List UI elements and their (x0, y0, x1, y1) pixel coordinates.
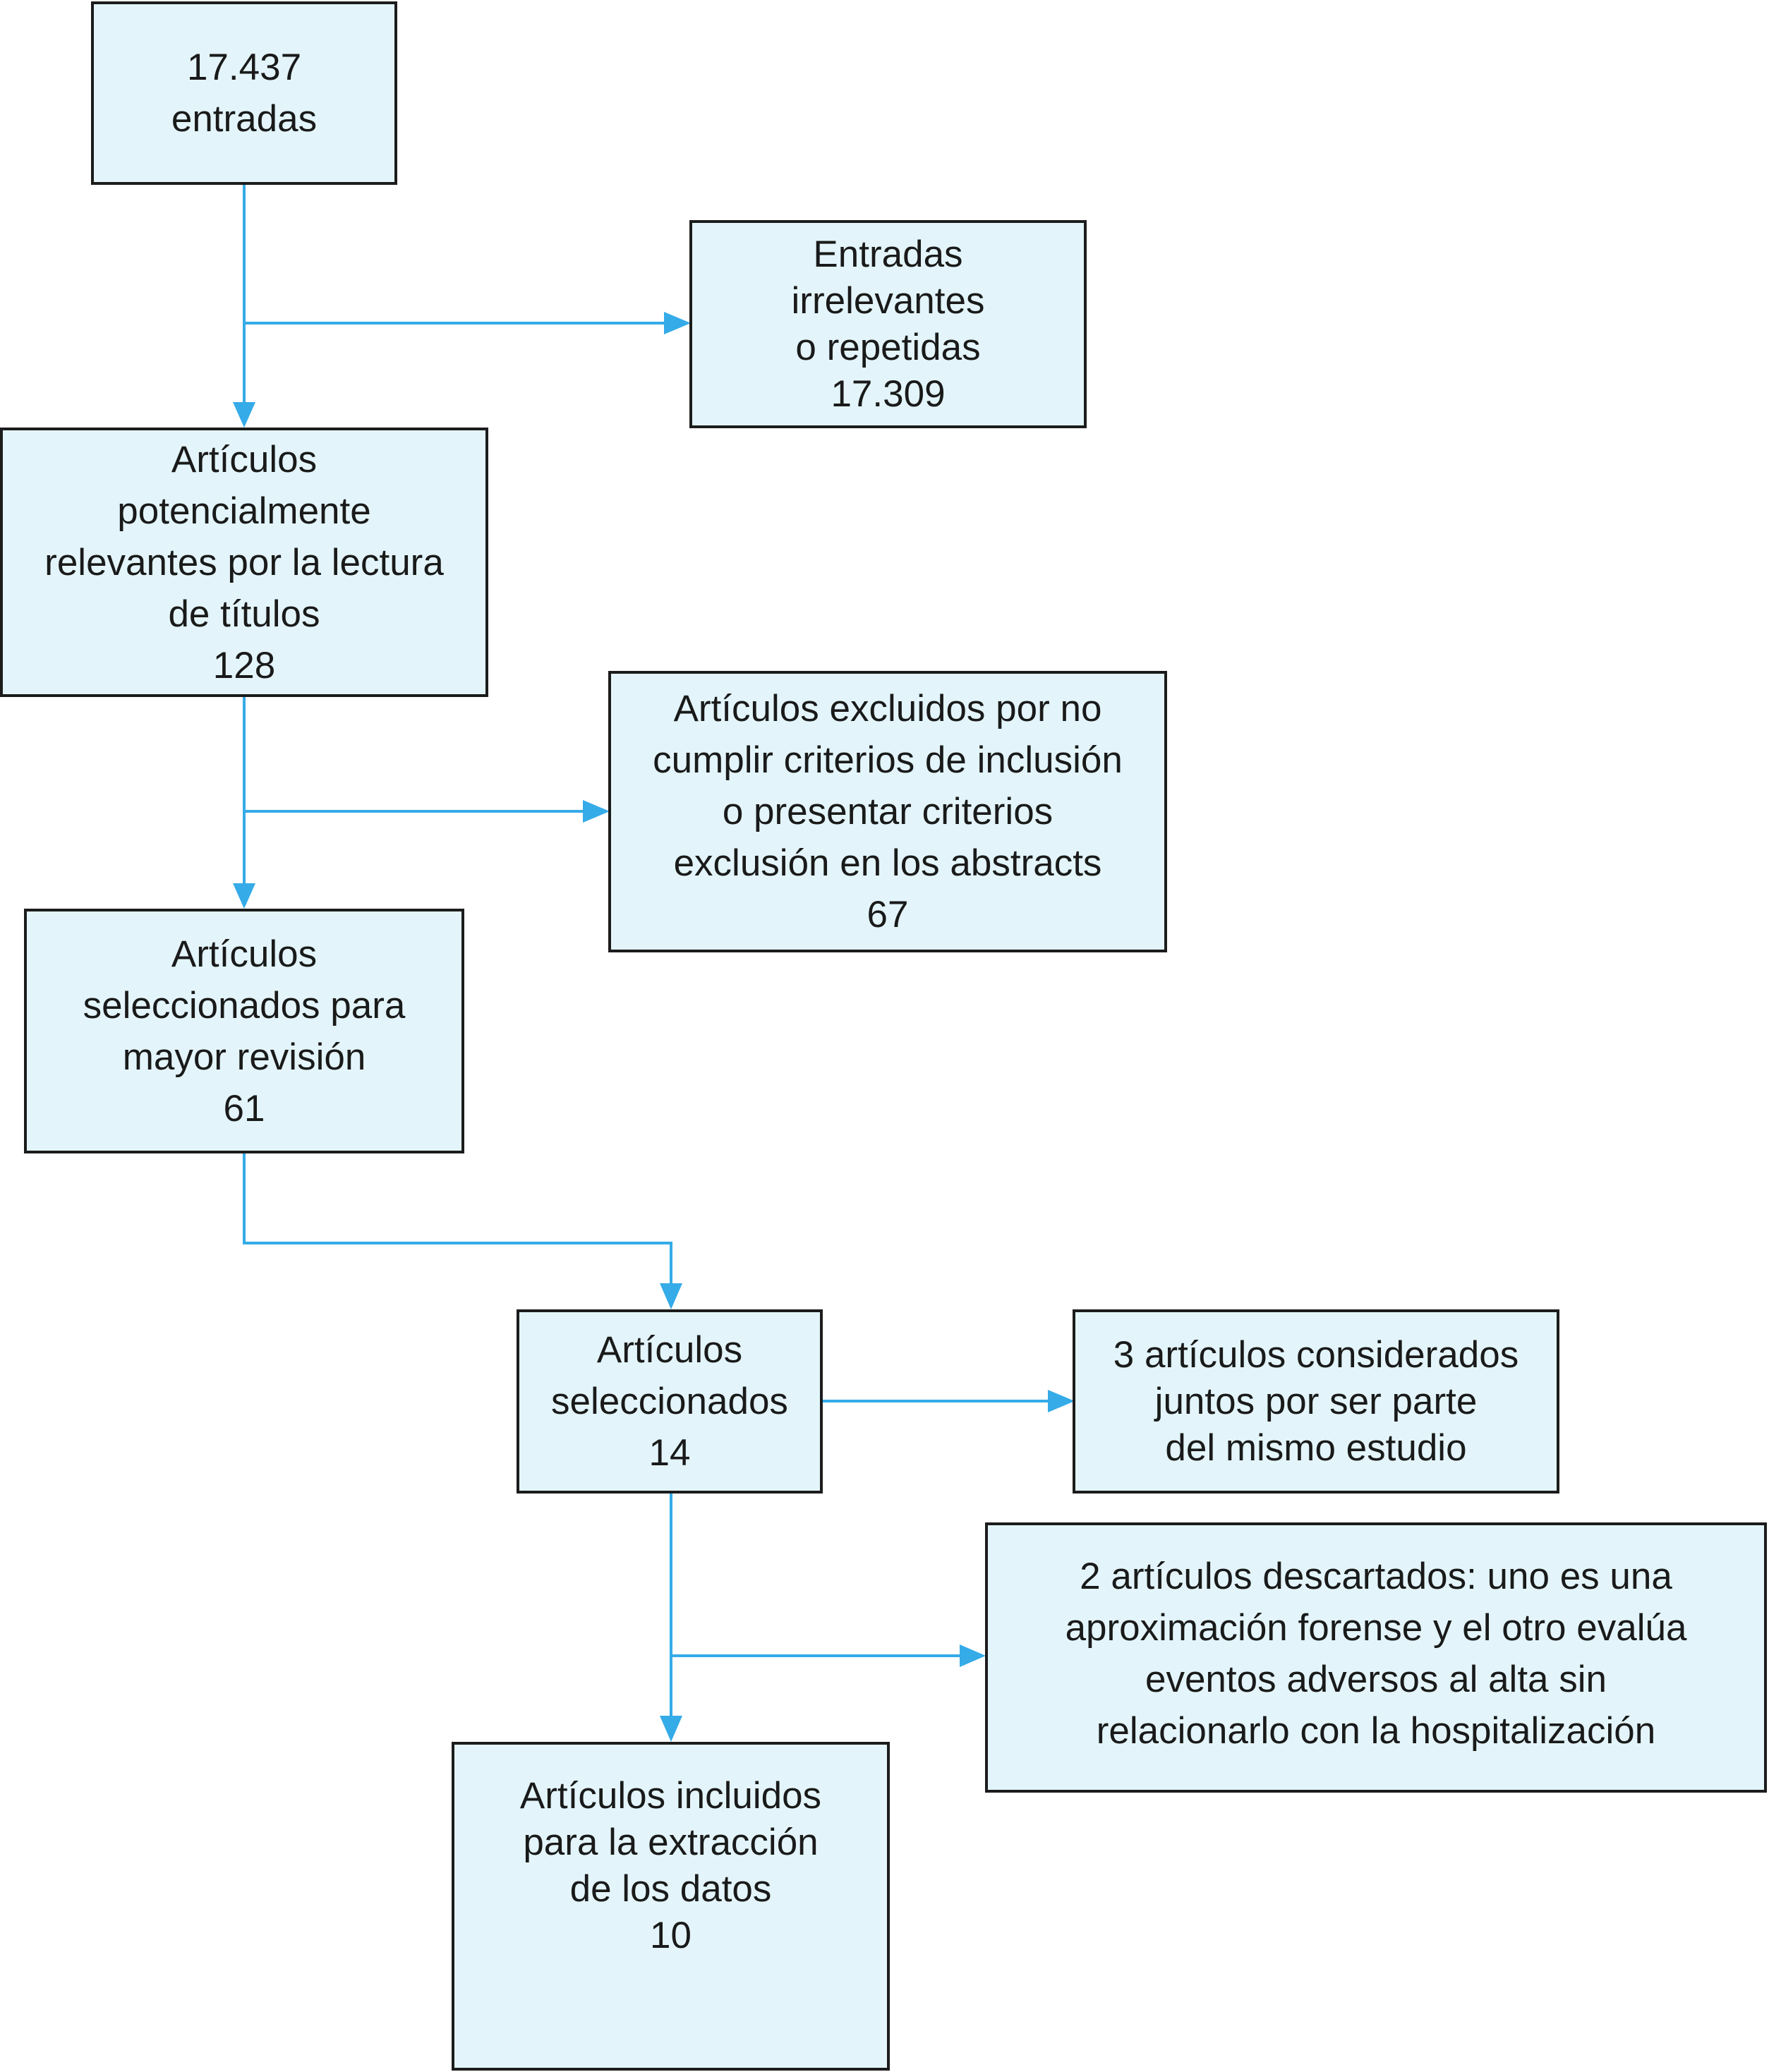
included-line-4: 10 (650, 1915, 692, 1956)
box-entries: 17.437 entradas (91, 1, 397, 185)
excluded-line-2: cumplir criterios de inclusión (653, 739, 1123, 781)
excluded-line-5: 67 (867, 894, 909, 935)
included-line-1: Artículos incluidos (519, 1775, 822, 1817)
arrowhead-to-review (233, 883, 255, 909)
review-line-3: mayor revisión (122, 1036, 366, 1078)
included-line-2: para la extracción (523, 1822, 819, 1863)
potential-line-5: 128 (212, 644, 276, 686)
box-included: Artículos incluidos para la extracción d… (452, 1742, 890, 2071)
potential-line-4: de títulos (168, 593, 320, 635)
included-line-3: de los datos (569, 1868, 772, 1910)
excluded-line-1: Artículos excluidos por no (673, 688, 1102, 729)
irrelevant-line-2: irrelevantes (791, 279, 985, 322)
selected-line-2: seleccionados (551, 1381, 788, 1422)
box-excluded: Artículos excluidos por no cumplir crite… (608, 671, 1167, 952)
potential-line-2: potencialmente (117, 490, 371, 532)
together-line-3: del mismo estudio (1165, 1426, 1467, 1469)
arrowhead-to-discarded (960, 1644, 986, 1667)
potential-line-3: relevantes por la lectura (44, 541, 444, 583)
box-discarded: 2 artículos descartados: uno es una apro… (985, 1522, 1767, 1793)
discarded-line-3: eventos adversos al alta sin (1145, 1659, 1607, 1700)
discarded-line-2: aproximación forense y el otro evalúa (1065, 1607, 1687, 1649)
potential-line-1: Artículos (171, 438, 318, 480)
review-line-2: seleccionados para (83, 984, 406, 1026)
irrelevant-line-4: 17.309 (831, 372, 946, 415)
discarded-line-4: relacionarlo con la hospitalización (1096, 1710, 1656, 1752)
box-review: Artículos seleccionados para mayor revis… (24, 909, 464, 1153)
selected-line-3: 14 (648, 1432, 691, 1474)
box-irrelevant: Entradas irrelevantes o repetidas 17.309 (689, 220, 1087, 428)
irrelevant-line-1: Entradas (813, 233, 963, 275)
together-line-2: juntos por ser parte (1154, 1380, 1478, 1422)
arrowhead-to-potential (233, 402, 255, 428)
arrowhead-to-irrelevant (664, 312, 691, 334)
irrelevant-line-3: o repetidas (795, 326, 981, 368)
box-together: 3 artículos considerados juntos por ser … (1073, 1309, 1559, 1494)
excluded-line-3: o presentar criterios (722, 791, 1053, 832)
connector-review-to-selected (243, 1151, 672, 1286)
excluded-line-4: exclusión en los abstracts (673, 842, 1102, 884)
box-selected: Artículos seleccionados 14 (517, 1309, 823, 1494)
arrowhead-to-selected (660, 1283, 682, 1309)
arrowhead-to-excluded (583, 800, 610, 823)
review-line-4: 61 (223, 1087, 265, 1129)
arrowhead-to-included (660, 1716, 682, 1742)
entries-line-1: 17.437 (186, 47, 302, 88)
together-line-1: 3 artículos considerados (1113, 1333, 1519, 1376)
box-potential: Artículos potencialmente relevantes por … (0, 428, 488, 697)
discarded-line-1: 2 artículos descartados: uno es una (1080, 1556, 1672, 1597)
arrowhead-to-together (1048, 1390, 1075, 1412)
review-line-1: Artículos (171, 933, 318, 975)
entries-line-2: entradas (171, 98, 318, 140)
selected-line-1: Artículos (596, 1329, 743, 1371)
